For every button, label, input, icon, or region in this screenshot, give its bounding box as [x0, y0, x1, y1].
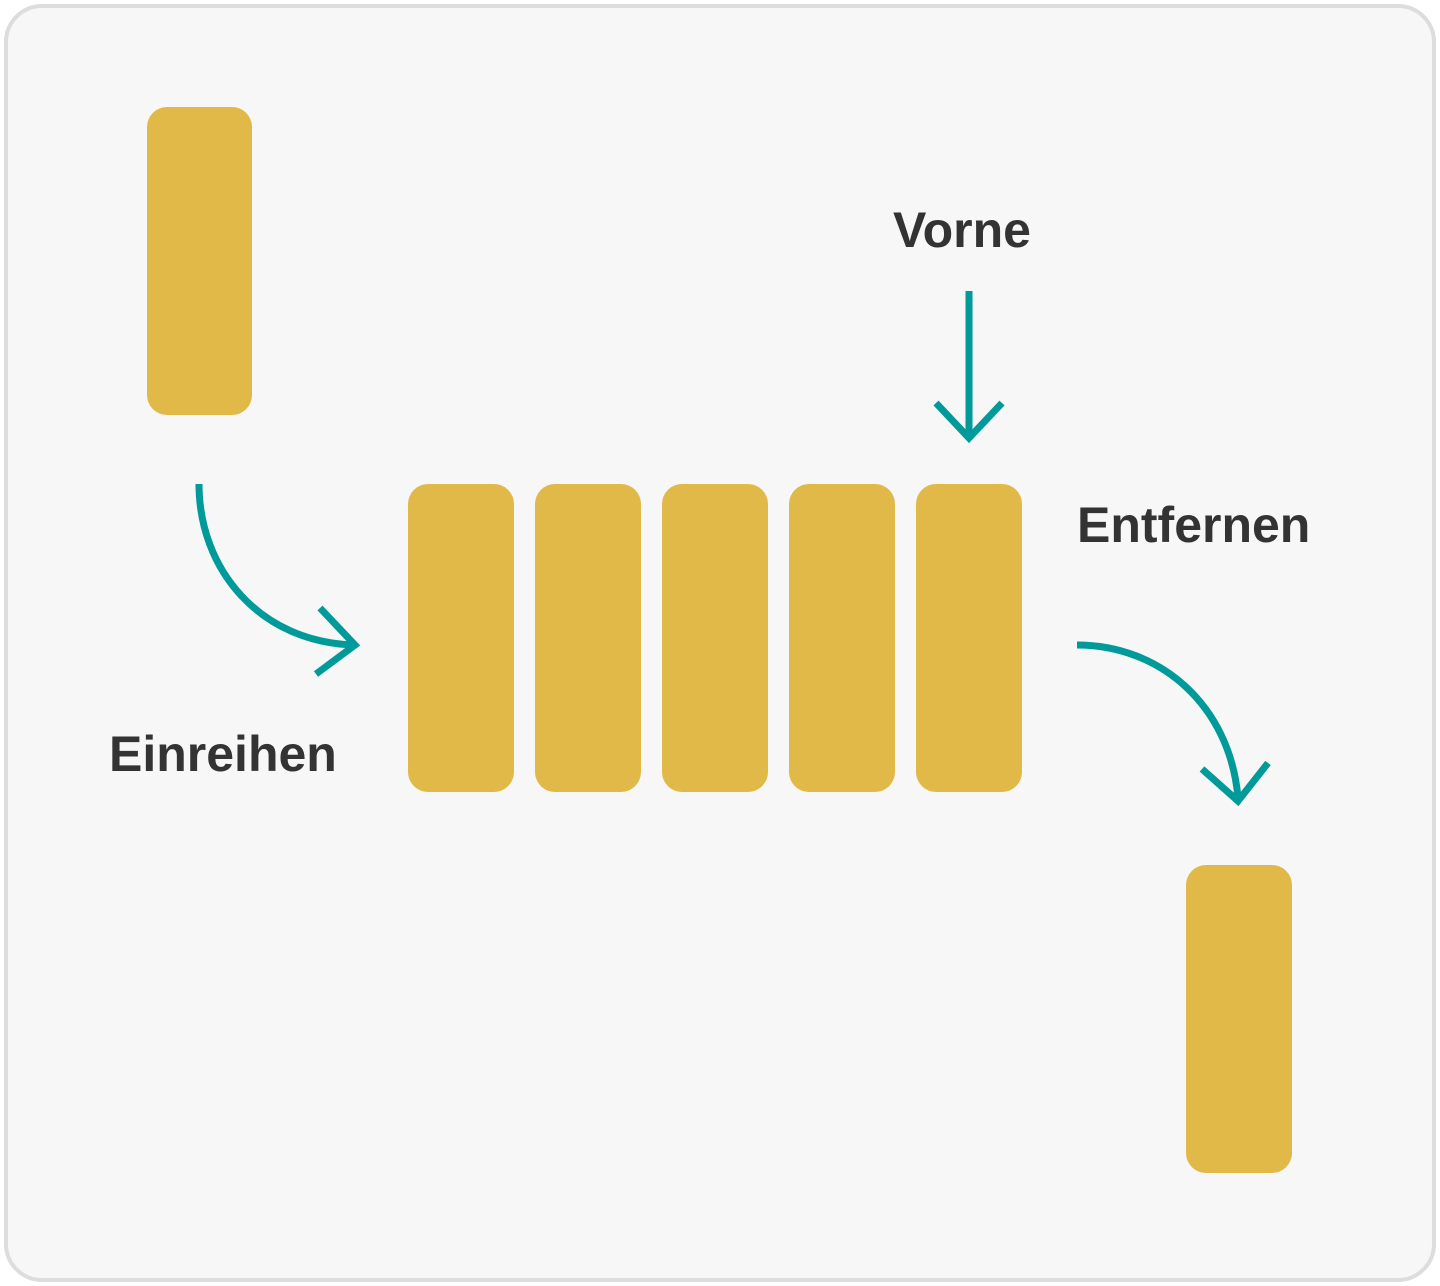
- dequeued-element: [1186, 865, 1292, 1173]
- queue-element-front: [916, 484, 1022, 792]
- queue-element-2: [535, 484, 641, 792]
- queue-element-3: [662, 484, 768, 792]
- front-label: Vorne: [893, 202, 1031, 258]
- incoming-element: [147, 107, 252, 415]
- enqueue-arrow: [195, 483, 361, 677]
- queue-element-4: [789, 484, 895, 792]
- front-arrow: [933, 291, 1005, 444]
- queue: [408, 484, 1022, 792]
- enqueue-label: Einreihen: [109, 726, 337, 782]
- queue-element-1: [408, 484, 514, 792]
- dequeue-label: Entfernen: [1077, 497, 1311, 553]
- dequeue-arrow: [1076, 641, 1271, 807]
